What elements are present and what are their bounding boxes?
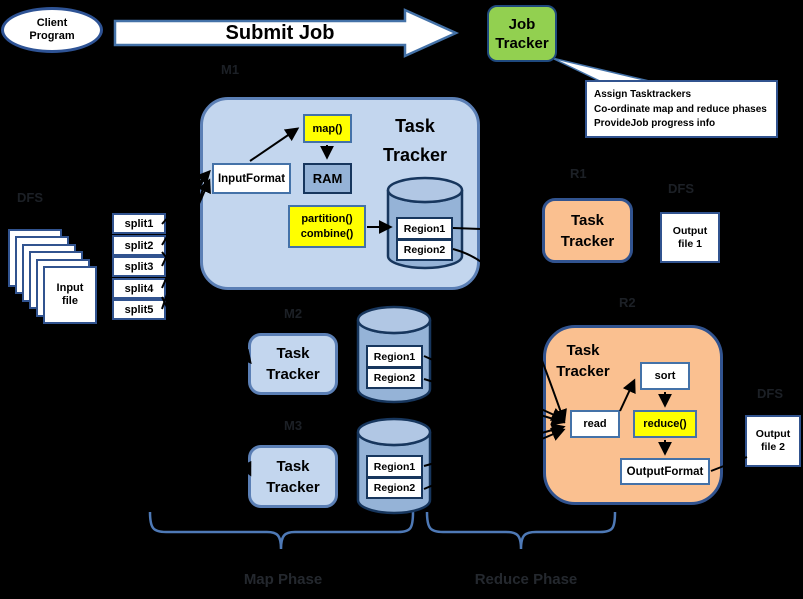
split4-box: split4: [112, 278, 166, 299]
m1-region1-box: Region1: [396, 217, 453, 240]
job-tracker-callout: Assign Tasktrackers Co-ordinate map and …: [585, 80, 778, 138]
output-file-2-label: Output file 2: [755, 428, 791, 453]
m2-region1-box: Region1: [366, 345, 423, 368]
map-phase-brace: [148, 511, 415, 550]
job-tracker-node: Job Tracker: [487, 5, 557, 62]
r1-task-tracker-box: Task Tracker: [542, 198, 633, 263]
map-phase-label: Map Phase: [243, 570, 323, 588]
m2-tag: M2: [284, 306, 303, 321]
split1-box: split1: [112, 213, 166, 234]
read-box: read: [570, 410, 620, 438]
callout-line: Assign Tasktrackers: [594, 89, 692, 100]
split3-box: split3: [112, 256, 166, 277]
partition-label: partition(): [301, 212, 353, 225]
output-file-1-box: Output file 1: [660, 212, 720, 263]
r2-task-tracker-title: Task Tracker: [556, 342, 610, 380]
r1-tag: R1: [570, 166, 587, 181]
m2-task-tracker-title: Task Tracker: [266, 345, 320, 383]
reduce-phase-label: Reduce Phase: [474, 570, 578, 588]
sort-box: sort: [640, 362, 690, 390]
m3-tag: M3: [284, 418, 303, 433]
m2-region2-box: Region2: [366, 367, 423, 389]
m1-task-tracker-title: Task Tracker: [382, 116, 448, 165]
job-tracker-label: Job Tracker: [495, 15, 549, 52]
dfs-right-label: DFS: [757, 386, 783, 401]
dfs-mid-label: DFS: [668, 181, 694, 196]
output-format-box: OutputFormat: [620, 458, 710, 485]
reduce-phase-brace: [425, 511, 617, 550]
input-file-front: Input file: [43, 266, 97, 324]
m1-region2-box: Region2: [396, 239, 453, 261]
output-file-1-label: Output file 1: [672, 224, 708, 250]
ram-box: RAM: [303, 163, 352, 194]
submit-job-label: Submit Job: [225, 21, 335, 44]
dfs-left-label: DFS: [17, 190, 43, 205]
client-program-label: Client Program: [29, 17, 75, 42]
input-format-box: InputFormat: [212, 163, 291, 194]
callout-line: ProvideJob progress info: [594, 118, 716, 129]
map-function-box: map(): [303, 114, 352, 143]
submit-job-block-arrow: [113, 8, 460, 58]
input-file-label: Input file: [56, 282, 84, 307]
m3-region1-box: Region1: [366, 455, 423, 478]
m1-tag: M1: [221, 62, 240, 77]
m2-task-tracker-box: Task Tracker: [248, 333, 338, 395]
reduce-function-box: reduce(): [633, 410, 697, 438]
callout-line: Co-ordinate map and reduce phases: [594, 103, 767, 115]
output-file-2-box: Output file 2: [745, 415, 801, 467]
client-program-node: Client Program: [1, 7, 103, 53]
combine-label: combine(): [300, 227, 354, 240]
partition-combine-box: partition() combine(): [288, 205, 366, 248]
r1-task-tracker-title: Task Tracker: [560, 211, 615, 250]
m3-region2-box: Region2: [366, 477, 423, 499]
m3-task-tracker-title: Task Tracker: [266, 457, 320, 496]
r2-tag: R2: [619, 295, 636, 310]
